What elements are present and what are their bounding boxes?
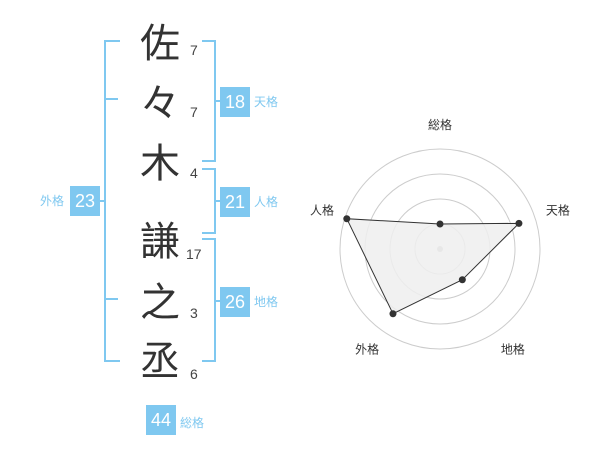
stroke-count-3: 4 <box>190 165 198 181</box>
radar-axis-label: 総格 <box>428 117 452 132</box>
radar-point <box>458 276 466 284</box>
jinkaku-value: 21 <box>220 187 250 217</box>
chikaku-connector <box>214 300 222 302</box>
name-char-1: 佐 <box>140 21 180 67</box>
chikaku-label: 地格 <box>254 295 279 309</box>
radar-point <box>515 219 523 227</box>
name-char-4: 謙 <box>140 219 180 265</box>
chikaku-value: 26 <box>220 287 250 317</box>
gaikaku-bracket-tick <box>106 98 118 100</box>
stroke-count-5: 3 <box>190 305 198 321</box>
jinkaku-connector <box>214 200 222 202</box>
name-char-3: 木 <box>140 141 180 187</box>
tenkaku-label: 天格 <box>254 95 279 109</box>
radar-axis-label: 天格 <box>546 203 570 218</box>
gaikaku-value: 23 <box>70 186 100 216</box>
gaikaku-label: 外格 <box>40 194 65 208</box>
tenkaku-connector <box>214 100 222 102</box>
gaikaku-connector <box>96 200 106 202</box>
jinkaku-label: 人格 <box>254 195 279 209</box>
radar-point <box>436 220 444 228</box>
stroke-count-4: 17 <box>186 246 202 262</box>
name-char-5: 之 <box>140 280 180 326</box>
soukaku-value: 44 <box>146 405 176 435</box>
stroke-count-2: 7 <box>190 104 198 120</box>
name-char-2: 々 <box>140 81 180 127</box>
stroke-count-6: 6 <box>190 366 198 382</box>
radar-ring <box>339 148 541 350</box>
radar-axis-label: 外格 <box>355 341 379 356</box>
tenkaku-value: 18 <box>220 87 250 117</box>
radar-polygon <box>345 218 521 315</box>
radar-point <box>389 310 397 318</box>
gaikaku-bracket-tick <box>106 298 118 300</box>
soukaku-label: 総格 <box>180 416 205 430</box>
radar-axis-label: 地格 <box>501 341 525 356</box>
stroke-count-1: 7 <box>190 42 198 58</box>
radar-point <box>343 215 351 223</box>
radar-axis-label: 人格 <box>310 203 334 218</box>
name-char-6: 丞 <box>140 339 180 385</box>
